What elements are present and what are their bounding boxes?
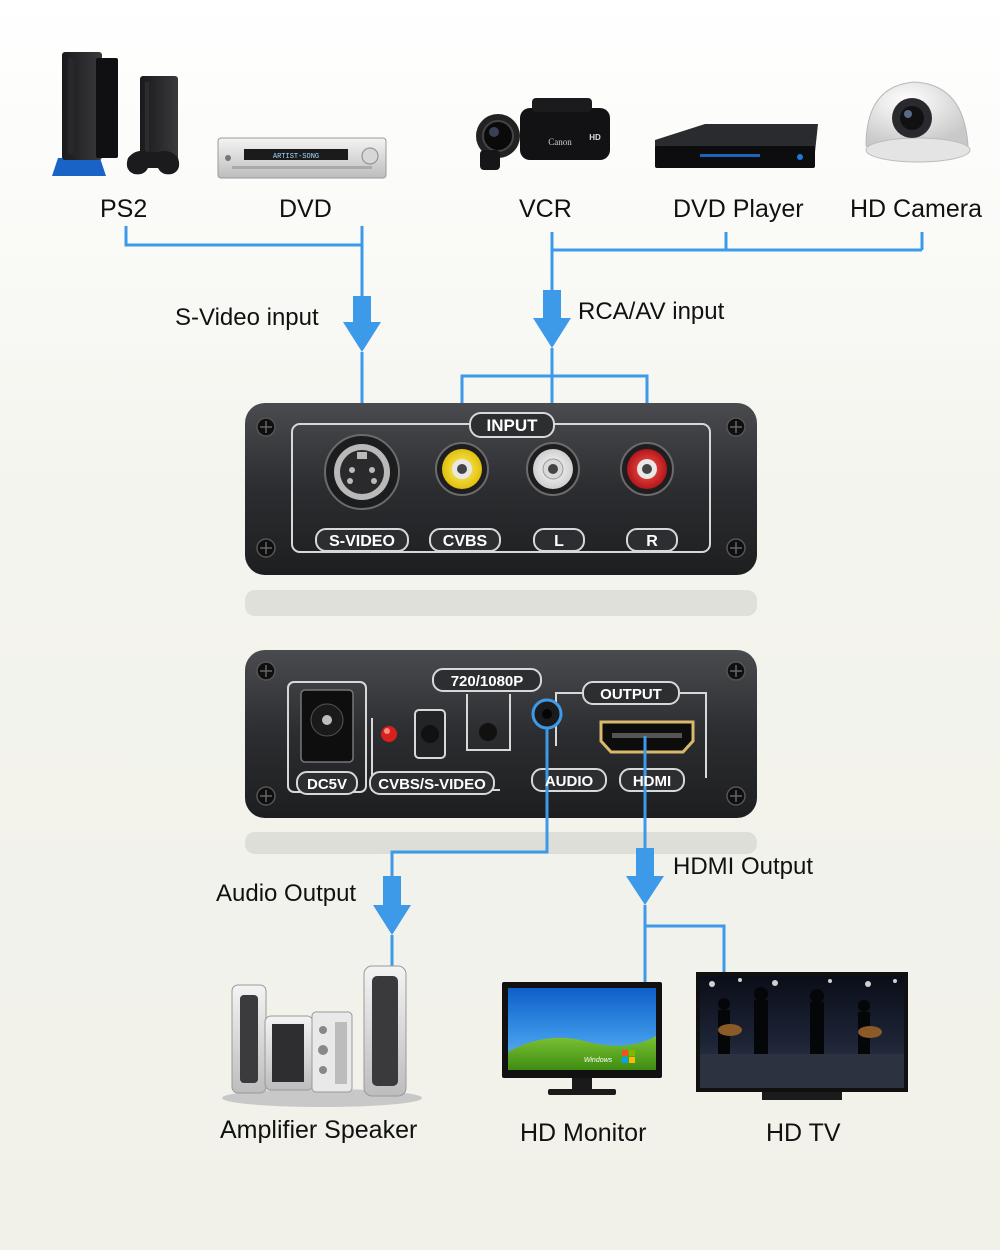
source-label-ps2: PS2 [100, 195, 148, 223]
rca-av-input-label: RCA/AV input [578, 298, 725, 325]
dvd-player-icon [655, 124, 818, 168]
source-label-hd-camera: HD Camera [850, 195, 982, 223]
dome-camera-icon [865, 81, 971, 163]
hdmi-output-arrow-icon [626, 848, 664, 905]
input-panel-reflection [245, 590, 757, 616]
svideo-port-icon [324, 434, 400, 510]
cvbs-svideo-switch-icon [414, 709, 446, 759]
audio-right-port-icon [620, 442, 674, 496]
rca-input-arrow-icon [533, 290, 571, 348]
amplifier-speaker-icon [222, 965, 422, 1107]
input-panel [245, 403, 757, 575]
output-connector-lines [390, 728, 726, 985]
output-panel-title: OUTPUT [600, 686, 662, 703]
hdmi-label: HDMI [633, 773, 671, 790]
audio-left-port-icon [526, 442, 580, 496]
resolution-switch-icon [479, 723, 497, 741]
destination-label-speaker: Amplifier Speaker [220, 1116, 418, 1144]
output-panel-reflection [245, 832, 757, 854]
audio-output-label: Audio Output [216, 880, 357, 907]
source-label-dvd-player: DVD Player [673, 195, 804, 223]
svideo-input-arrow-icon [343, 296, 381, 352]
dc5v-label: DC5V [307, 776, 347, 793]
audio-label: AUDIO [545, 773, 594, 790]
input-panel-title: INPUT [487, 416, 539, 435]
audio-left-port-label: L [554, 533, 564, 550]
cvbs-port-icon [435, 442, 489, 496]
resolution-label: 720/1080P [451, 673, 524, 690]
camcorder-icon: Canon HD [476, 98, 610, 170]
svideo-port-label: S-VIDEO [329, 533, 395, 550]
source-label-dvd: DVD [279, 195, 332, 223]
windows-logo-icon [622, 1050, 635, 1063]
power-led-icon [381, 726, 397, 742]
ps2-console-icon [52, 52, 180, 176]
destination-label-monitor: HD Monitor [520, 1119, 647, 1147]
screw-icon [256, 417, 746, 558]
dvd-display-text: ARTIST-SONG [273, 153, 319, 161]
source-label-vcr: VCR [519, 195, 572, 223]
dvd-receiver-icon: ARTIST-SONG [217, 137, 387, 179]
camcorder-brand-text: Canon [548, 137, 572, 147]
audio-right-port-label: R [646, 533, 658, 550]
monitor-logo-text: Windows [584, 1057, 613, 1064]
destination-label-tv: HD TV [766, 1119, 841, 1147]
hdmi-port-icon [599, 720, 695, 754]
audio-output-arrow-icon [373, 876, 411, 935]
hd-monitor-icon: Windows [502, 982, 662, 1095]
cvbs-port-label: CVBS [443, 533, 488, 550]
svideo-input-label: S-Video input [175, 304, 319, 331]
hdmi-output-label: HDMI Output [673, 853, 814, 880]
output-panel [245, 650, 757, 818]
dc-power-jack-icon [300, 689, 354, 763]
camcorder-badge-text: HD [589, 133, 601, 142]
hd-tv-icon [696, 972, 908, 1100]
cvbs-svideo-label: CVBS/S-VIDEO [378, 776, 486, 793]
